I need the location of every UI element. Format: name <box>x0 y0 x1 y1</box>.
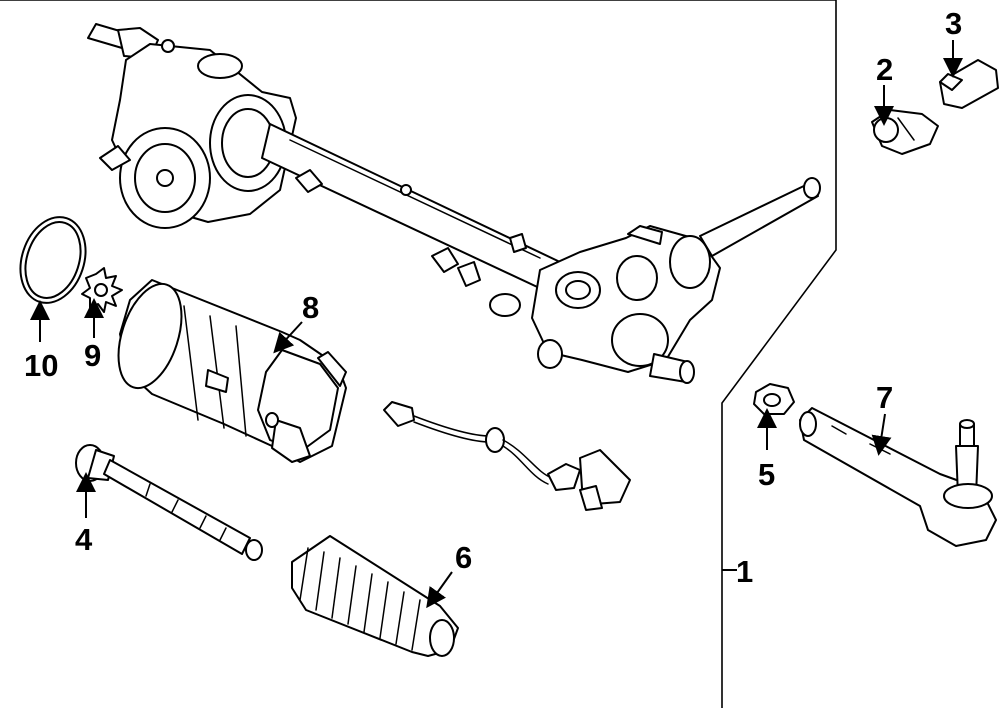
callout-9: 9 <box>84 338 101 373</box>
callout-labels: 1 2 3 4 5 6 7 8 9 10 <box>24 6 962 589</box>
part-6-boot <box>291 535 459 657</box>
callout-leaders <box>30 40 963 609</box>
part-9-gear <box>81 267 123 313</box>
callout-6: 6 <box>455 540 472 575</box>
leader-8 <box>273 321 303 354</box>
callout-7: 7 <box>876 380 893 415</box>
callout-8: 8 <box>302 290 319 325</box>
part-3-bushing <box>939 59 999 109</box>
callout-10: 10 <box>24 348 58 383</box>
leader-6 <box>426 571 453 609</box>
part-2-clamp <box>871 109 939 155</box>
callout-3: 3 <box>945 6 962 41</box>
assembly-frame <box>0 0 837 708</box>
callout-4: 4 <box>75 522 93 557</box>
part-4-inner-tie-rod <box>75 444 263 561</box>
callout-1: 1 <box>736 554 753 589</box>
wire-harness <box>383 401 631 511</box>
part-7-outer-tie-rod-end <box>799 407 997 547</box>
callout-2: 2 <box>876 52 893 87</box>
steering-rack-housing <box>87 23 821 384</box>
part-10-o-ring <box>19 216 87 304</box>
leader-7 <box>871 413 892 456</box>
part-8-motor <box>117 279 347 463</box>
part-5-nut <box>753 383 795 415</box>
callout-5: 5 <box>758 457 775 492</box>
